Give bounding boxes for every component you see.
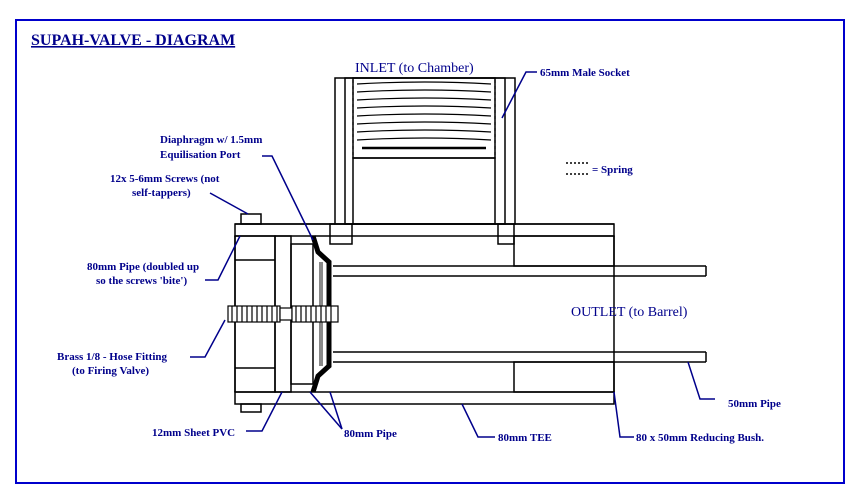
leader-lines — [190, 71, 715, 438]
diaphragm-label-2: Equilisation Port — [160, 149, 241, 161]
outlet-label: OUTLET (to Barrel) — [571, 305, 688, 320]
pipe80-bottom-label: 80mm Pipe — [344, 428, 397, 440]
tee-label: 80mm TEE — [498, 432, 552, 444]
hose-fitting — [227, 305, 339, 323]
hose-label-2: (to Firing Valve) — [72, 365, 149, 377]
inlet-label: INLET (to Chamber) — [355, 61, 474, 76]
screws-label-1: 12x 5-6mm Screws (not — [110, 173, 220, 185]
diaphragm-label-1: Diaphragm w/ 1.5mm — [160, 134, 262, 146]
spring-legend: = Spring — [566, 162, 633, 176]
sheet-pvc-label: 12mm Sheet PVC — [152, 427, 235, 439]
spring-legend-label: = Spring — [592, 164, 633, 176]
pipe50-label: 50mm Pipe — [728, 398, 781, 410]
pipe80-label-1: 80mm Pipe (doubled up — [87, 261, 199, 273]
outlet-pipe — [333, 265, 707, 363]
pipe80-label-2: so the screws 'bite') — [96, 275, 187, 287]
diagram-title: SUPAH-VALVE - DIAGRAM — [31, 32, 235, 49]
screws-label-2: self-tappers) — [132, 187, 191, 199]
male-socket-label: 65mm Male Socket — [540, 67, 630, 79]
diagram-frame — [15, 19, 845, 484]
reducing-bush-label: 80 x 50mm Reducing Bush. — [636, 432, 764, 444]
hose-label-1: Brass 1/8 - Hose Fitting — [57, 351, 167, 363]
socket-threads — [352, 80, 496, 158]
